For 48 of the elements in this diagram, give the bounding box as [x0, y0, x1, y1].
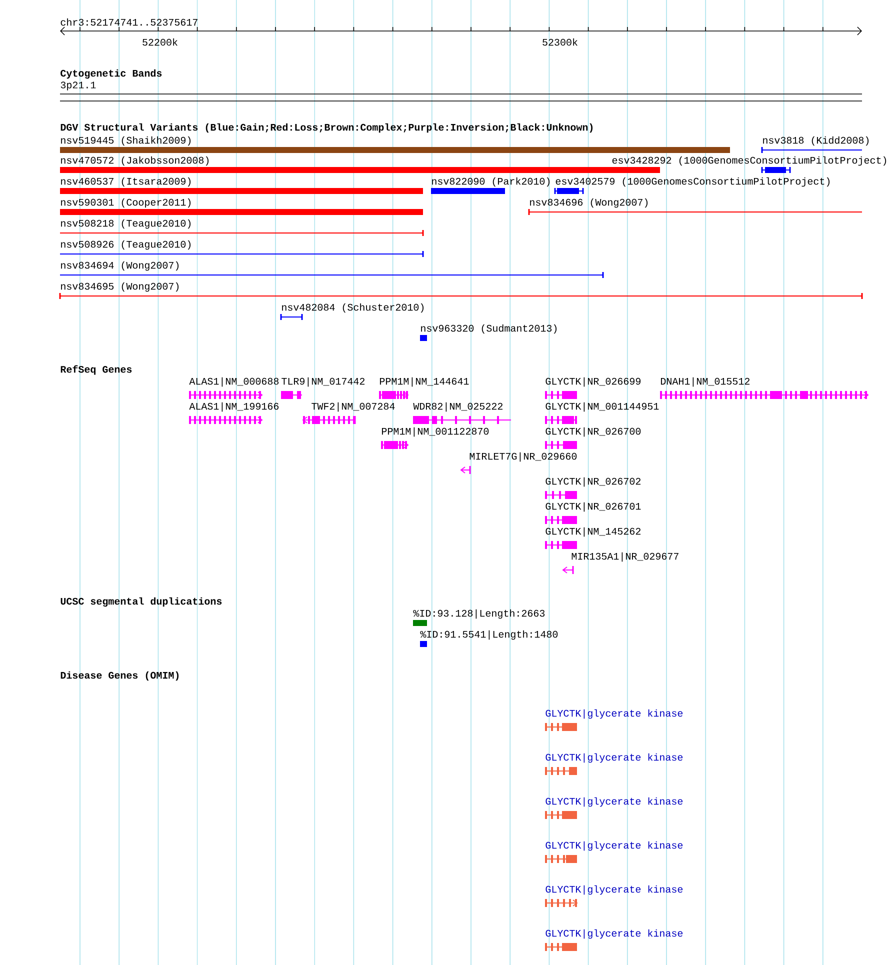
track-heading: DGV Structural Variants (Blue:Gain;Red:Loss;Brown:Complex;Purple:Inversion;Black:Unknown): [60, 123, 593, 133]
gene-label: GLYCTK|NM_001144951: [546, 402, 659, 412]
variant-label: nsv834694 (Wong2007): [61, 261, 179, 271]
variant-label: nsv963320 (Sudmant2013): [421, 324, 557, 334]
disease-gene-label: GLYCTK|glycerate kinase: [546, 885, 683, 895]
disease-gene-label: GLYCTK|glycerate kinase: [546, 709, 683, 719]
gene-label: GLYCTK|NR_026701: [546, 502, 641, 512]
gene-label: PPM1M|NM_144641: [380, 377, 469, 387]
track-heading: UCSC segmental duplications: [60, 597, 222, 607]
variant-label: nsv822090 (Park2010): [432, 177, 550, 187]
track-heading: Cytogenetic Bands: [60, 69, 162, 79]
gene-label: MIR135A1|NR_029677: [572, 552, 678, 562]
gene-label: ALAS1|NM_199166: [189, 402, 279, 412]
coordinate-label: 52200k: [142, 38, 178, 46]
track-heading: RefSeq Genes: [60, 365, 132, 375]
gene-label: TLR9|NM_017442: [282, 377, 364, 387]
gene-label: PPM1M|NM_001122870: [382, 427, 489, 437]
variant-label: esv3428292 (1000GenomesConsortiumPilotProject): [612, 156, 886, 166]
gene-label: TWF2|NM_007284: [312, 402, 395, 412]
variant-label: nsv834696 (Wong2007): [530, 198, 648, 208]
coordinate-label: 52300k: [542, 38, 578, 46]
gene-label: GLYCTK|NR_026699: [546, 377, 641, 387]
variant-label: nsv508218 (Teague2010): [61, 219, 191, 229]
segment-label: %ID:93.128|Length:2663: [413, 609, 545, 619]
variant-label: nsv482084 (Schuster2010): [282, 303, 424, 313]
coordinate-label: chr3:52174741..52375617: [60, 18, 198, 26]
variant-label: nsv834695 (Wong2007): [61, 282, 179, 292]
gene-label: GLYCTK|NR_026700: [546, 427, 641, 437]
band-label: 3p21.1: [60, 82, 96, 90]
gene-label: ALAS1|NM_000688: [189, 377, 279, 387]
disease-gene-label: GLYCTK|glycerate kinase: [546, 929, 683, 939]
track-heading: Disease Genes (OMIM): [60, 671, 179, 681]
variant-label: nsv460537 (Itsara2009): [61, 177, 191, 187]
segment-label: %ID:91.5541|Length:1480: [420, 630, 558, 640]
gene-label: WDR82|NM_025222: [413, 402, 502, 412]
variant-label: nsv3818 (Kidd2008): [763, 136, 869, 146]
disease-gene-label: GLYCTK|glycerate kinase: [546, 753, 683, 763]
variant-label: nsv590301 (Cooper2011): [61, 198, 191, 208]
disease-gene-label: GLYCTK|glycerate kinase: [546, 841, 683, 851]
disease-gene-label: GLYCTK|glycerate kinase: [546, 797, 683, 807]
variant-label: nsv519445 (Shaikh2009): [61, 136, 191, 146]
variant-label: nsv508926 (Teague2010): [61, 240, 191, 250]
gene-label: GLYCTK|NR_026702: [546, 477, 640, 487]
gene-label: GLYCTK|NM_145262: [546, 527, 640, 537]
gene-label: MIRLET7G|NR_029660: [470, 452, 577, 462]
variant-label: esv3402579 (1000GenomesConsortiumPilotProject): [556, 177, 830, 187]
gene-label: DNAH1|NM_015512: [660, 377, 750, 387]
variant-label: nsv470572 (Jakobsson2008): [61, 156, 209, 166]
